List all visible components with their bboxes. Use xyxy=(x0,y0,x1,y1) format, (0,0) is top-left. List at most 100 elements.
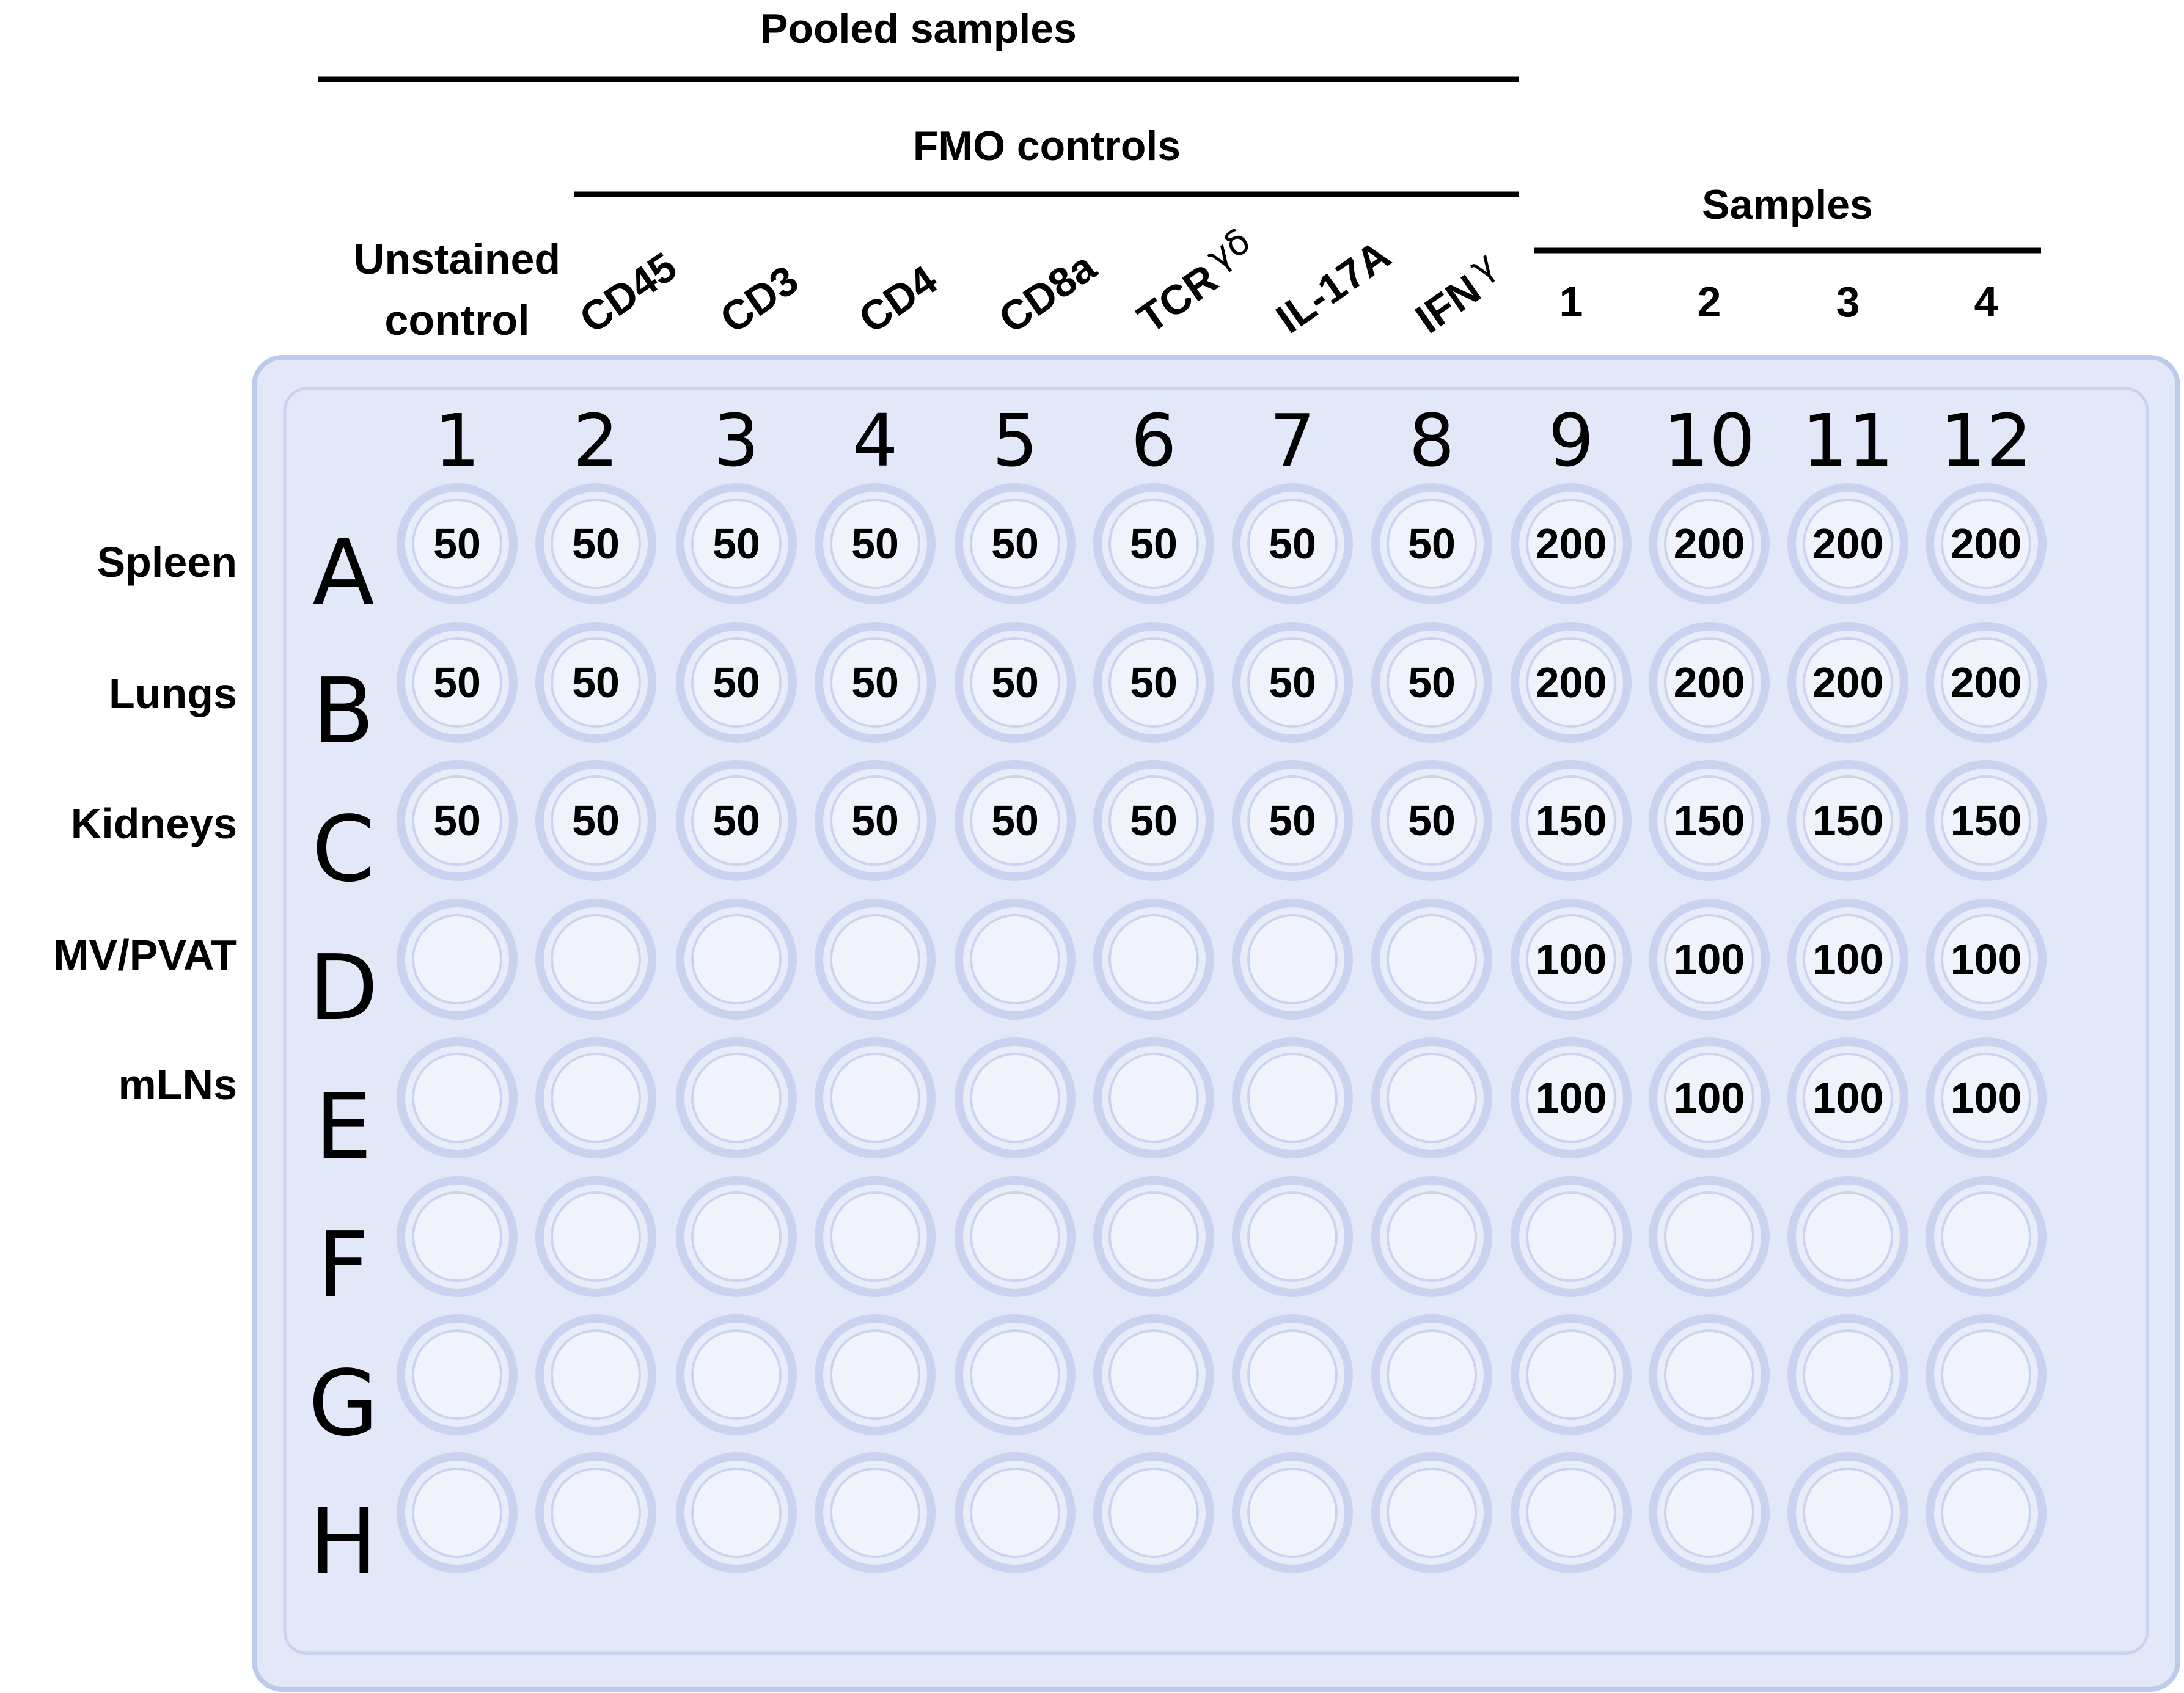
well-B2: 50 xyxy=(535,622,656,743)
well-volume: 200 xyxy=(1674,659,1745,706)
well-inner-ring xyxy=(1803,1191,1893,1282)
plate-column-3: 3 xyxy=(713,398,759,483)
plate-column-12: 12 xyxy=(1940,398,2032,483)
well-inner-ring xyxy=(412,1053,502,1143)
well-volume: 50 xyxy=(1269,797,1316,844)
well-inner-ring xyxy=(830,637,920,728)
fmo-label-1: CD45 xyxy=(571,243,685,342)
well-inner-ring xyxy=(1526,637,1616,728)
well-inner-ring xyxy=(691,1468,782,1558)
well-inner-ring xyxy=(970,1468,1060,1558)
well-volume: 50 xyxy=(713,659,760,706)
well-inner-ring xyxy=(830,1468,920,1558)
plate-column-4: 4 xyxy=(852,398,898,483)
well-E8 xyxy=(1371,1037,1492,1158)
well-B8: 50 xyxy=(1371,622,1492,743)
well-F9 xyxy=(1511,1176,1632,1297)
well-volume: 50 xyxy=(991,520,1039,568)
plate-column-10: 10 xyxy=(1663,398,1755,483)
well-A7: 50 xyxy=(1232,483,1353,604)
well-inner-ring xyxy=(1526,1053,1616,1143)
well-inner-ring xyxy=(1803,1329,1893,1420)
plate-column-7: 7 xyxy=(1269,398,1315,483)
well-C6: 50 xyxy=(1093,760,1214,881)
well-volume: 50 xyxy=(1269,659,1316,706)
well-inner-ring xyxy=(1387,499,1477,589)
well-inner-ring xyxy=(830,775,920,866)
well-D1 xyxy=(397,899,518,1020)
well-inner-ring xyxy=(1941,1468,2031,1558)
well-inner-ring xyxy=(970,637,1060,728)
well-D6 xyxy=(1093,899,1214,1020)
well-E6 xyxy=(1093,1037,1214,1158)
well-inner-ring xyxy=(1526,499,1616,589)
fmo-label-text: CD8a xyxy=(991,243,1105,343)
plate-column-6: 6 xyxy=(1130,398,1176,483)
well-F5 xyxy=(955,1176,1076,1297)
well-inner-ring xyxy=(1108,637,1199,728)
well-inner-ring xyxy=(691,775,782,866)
well-inner-ring xyxy=(1941,1191,2031,1282)
well-inner-ring xyxy=(1803,637,1893,728)
tissue-label: Lungs xyxy=(109,670,237,717)
well-inner-ring xyxy=(1247,775,1338,866)
well-inner-ring xyxy=(1664,914,1754,1004)
well-inner-ring xyxy=(412,1468,502,1558)
plate-column-1: 1 xyxy=(434,398,480,483)
well-volume: 50 xyxy=(851,797,899,844)
fmo-label-3: CD4 xyxy=(851,257,945,342)
well-inner-ring xyxy=(1108,914,1199,1004)
well-D12: 100 xyxy=(1926,899,2047,1020)
well-F11 xyxy=(1787,1176,1908,1297)
well-inner-ring xyxy=(1664,1329,1754,1420)
well-inner-ring xyxy=(1387,1329,1477,1420)
well-inner-ring xyxy=(1108,1053,1199,1143)
well-inner-ring xyxy=(1803,1053,1893,1143)
well-inner-ring xyxy=(970,775,1060,866)
well-inner-ring xyxy=(1387,775,1477,866)
fmo-label-5: TCRγδ xyxy=(1124,220,1266,342)
fmo-label-text: IFN xyxy=(1407,266,1489,342)
fmo-controls-label: FMO controls xyxy=(913,123,1181,169)
well-inner-ring xyxy=(1526,1329,1616,1420)
well-inner-ring xyxy=(1247,499,1338,589)
well-inner-ring xyxy=(1664,1191,1754,1282)
tissue-label: MV/PVAT xyxy=(53,931,237,979)
well-inner-ring xyxy=(970,1053,1060,1143)
well-inner-ring xyxy=(830,499,920,589)
well-inner-ring xyxy=(412,499,502,589)
well-inner-ring xyxy=(1247,914,1338,1004)
well-D9: 100 xyxy=(1511,899,1632,1020)
well-volume: 50 xyxy=(433,797,481,844)
samples-label: Samples xyxy=(1702,181,1873,228)
well-A1: 50 xyxy=(397,483,518,604)
well-C10: 150 xyxy=(1649,760,1770,881)
well-inner-ring xyxy=(1108,1468,1199,1558)
well-F10 xyxy=(1649,1176,1770,1297)
well-volume: 200 xyxy=(1812,520,1884,568)
well-inner-ring xyxy=(691,637,782,728)
well-G2 xyxy=(535,1314,656,1435)
fmo-label-2: CD3 xyxy=(712,257,807,342)
well-inner-ring xyxy=(1526,1191,1616,1282)
well-inner-ring xyxy=(1803,914,1893,1004)
well-volume: 50 xyxy=(1130,659,1178,706)
well-inner-ring xyxy=(412,1329,502,1420)
well-C12: 150 xyxy=(1926,760,2047,881)
well-inner-ring xyxy=(1664,637,1754,728)
well-E3 xyxy=(676,1037,797,1158)
well-volume: 50 xyxy=(572,797,620,844)
well-volume: 200 xyxy=(1536,520,1607,568)
well-G7 xyxy=(1232,1314,1353,1435)
well-C7: 50 xyxy=(1232,760,1353,881)
well-inner-ring xyxy=(1247,1329,1338,1420)
well-inner-ring xyxy=(1664,1468,1754,1558)
well-H7 xyxy=(1232,1452,1353,1573)
well-B11: 200 xyxy=(1787,622,1908,743)
well-volume: 50 xyxy=(1130,797,1178,844)
well-C5: 50 xyxy=(955,760,1076,881)
well-volume: 50 xyxy=(851,520,899,568)
